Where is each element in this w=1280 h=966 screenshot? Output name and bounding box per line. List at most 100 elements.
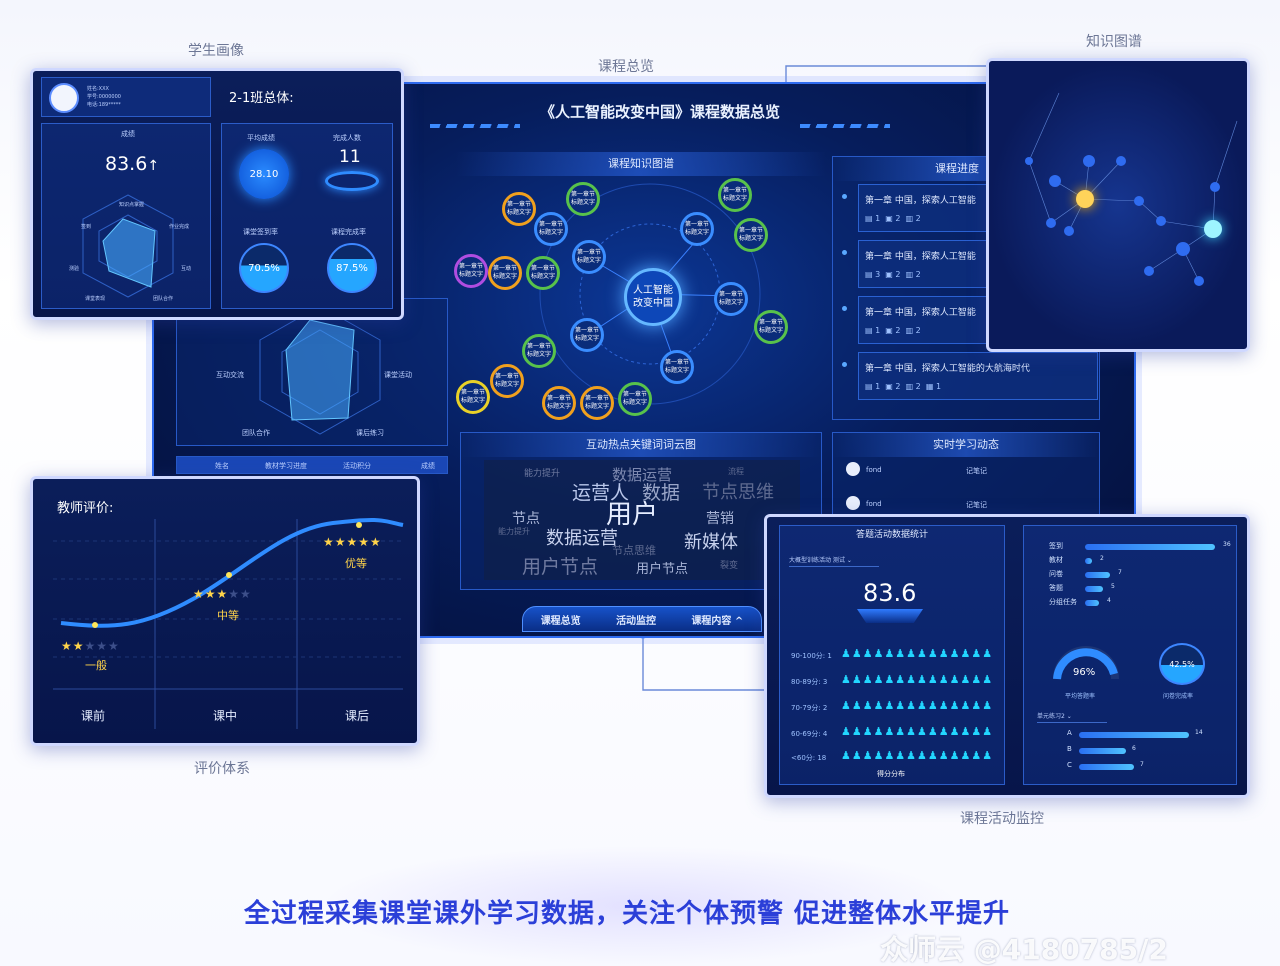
evaluation-curve-chart	[53, 517, 404, 729]
kg-panel-title: 课程知识图谱	[456, 152, 826, 176]
kg-node[interactable]: 第一章节 标题文字	[618, 382, 652, 416]
student-profile-card: 姓名:XXX 学号:0000000 电话:189***** 2-1班总体: 成绩…	[30, 68, 404, 320]
kg-node[interactable]: 第一章节 标题文字	[734, 218, 768, 252]
survey-gauge: 42.5%	[1159, 643, 1205, 685]
progress-item[interactable]: 第一章 中国，探索人工智能 ▤ 1 ▣ 2 ▥ 2	[858, 296, 998, 344]
activity-bar-label: 分组任务	[1049, 598, 1077, 606]
kg-node[interactable]: 第一章节 标题文字	[680, 212, 714, 246]
evaluation-title: 教师评价:	[57, 501, 114, 516]
podium-icon	[325, 171, 379, 191]
exercise-select[interactable]: 单元练习2 ⌄	[1037, 711, 1107, 723]
kg-node[interactable]: 第一章节 标题文字	[454, 254, 488, 288]
radar-label: 签到	[81, 224, 92, 230]
activity-bar-row: 教材 2	[1049, 555, 1229, 567]
answer-rate-label: 平均答题率	[1065, 693, 1096, 700]
activity-bar	[1085, 572, 1110, 578]
avg-score-label: 平均成绩	[247, 134, 275, 142]
chevron-down-icon: ⌄	[1066, 713, 1072, 720]
cloud-word: 运营人	[572, 482, 630, 504]
completion-gauge: 87.5%	[327, 243, 377, 293]
level-low: 一般	[85, 659, 107, 672]
radar-label: 测验	[69, 266, 80, 272]
phase-during: 课中	[213, 709, 238, 723]
live-activity-panel: 实时学习动态	[832, 432, 1100, 518]
kg-node[interactable]: 第一章节 标题文字	[754, 310, 788, 344]
tab-activity-monitor[interactable]: 活动监控	[616, 615, 657, 627]
kg-node[interactable]: 第一章节 标题文字	[566, 182, 600, 216]
cloud-word: 数据运营	[612, 466, 673, 484]
kg-node[interactable]: 第一章节 标题文字	[534, 212, 568, 246]
kg-node[interactable]: 第一章节 标题文字	[526, 256, 560, 290]
kg-center-node[interactable]: 人工智能改变中国	[624, 268, 682, 326]
answer-rate-value: 96%	[1073, 667, 1096, 678]
callout-student-profile: 学生画像	[188, 43, 244, 59]
completion-rate-label: 课程完成率	[331, 228, 366, 236]
activity-bar	[1085, 600, 1099, 606]
option-bar	[1079, 732, 1189, 738]
cloud-word: 裂变	[720, 561, 739, 571]
live-user-action: 记笔记	[966, 501, 987, 509]
progress-item-title: 第一章 中国，探索人工智能	[865, 308, 976, 318]
kg-node[interactable]: 第一章节 标题文字	[456, 380, 490, 414]
dist-row-label: 60-69分: 4	[791, 730, 828, 738]
kg-node[interactable]: 第一章节 标题文字	[490, 364, 524, 398]
cloud-word: 能力提升	[524, 469, 561, 479]
dist-row-label: 90-100分: 1	[791, 652, 832, 660]
people-icons: ♟♟♟♟♟♟♟♟♟♟♟♟♟♟	[841, 749, 994, 762]
kg-node[interactable]: 第一章节 标题文字	[572, 240, 606, 274]
phase-before: 课前	[81, 709, 106, 723]
kg-node[interactable]: 第一章节 标题文字	[718, 178, 752, 212]
progress-item-title: 第一章 中国，探索人工智能	[865, 252, 976, 262]
student-radar-chart	[82, 194, 174, 298]
dashboard-title: 《人工智能改变中国》课程数据总览	[539, 103, 780, 121]
survey-rate-label: 问卷完成率	[1163, 693, 1194, 700]
tagline: 全过程采集课堂课外学习数据，关注个体预警 促进整体水平提升	[244, 899, 1011, 929]
activity-bar-value: 2	[1100, 555, 1104, 562]
activity-bar-value: 7	[1118, 569, 1122, 576]
kg-node[interactable]: 第一章节 标题文字	[580, 386, 614, 420]
radar-label: 课堂表现	[85, 296, 106, 302]
radar-label: 课堂活动	[384, 371, 412, 379]
callout-activity-monitor: 课程活动监控	[960, 811, 1044, 827]
activity-select[interactable]: 大概型训练活动 测试 ⌄	[789, 553, 879, 567]
tab-course-content[interactable]: 课程内容 ^	[691, 615, 744, 627]
kg-node[interactable]: 第一章节 标题文字	[570, 318, 604, 352]
tab-course-overview[interactable]: 课程总览	[540, 615, 581, 627]
kg-node[interactable]: 第一章节 标题文字	[522, 334, 556, 368]
exercise-select-value: 单元练习2	[1037, 713, 1065, 720]
progress-dot	[842, 306, 847, 311]
progress-item[interactable]: 第一章 中国，探索人工智能的大航海时代 ▤ 1 ▣ 2 ▥ 2 ▦ 1	[858, 352, 1098, 400]
cloud-word: 数据	[642, 482, 681, 504]
progress-item[interactable]: 第一章 中国，探索人工智能 ▤ 1 ▣ 2 ▥ 2	[858, 184, 998, 232]
cloud-word: 用户节点	[636, 562, 689, 577]
option-bar-value: 7	[1140, 761, 1144, 768]
activity-bar-value: 36	[1223, 541, 1231, 548]
radar-label: 团队合作	[153, 296, 174, 302]
completion-count: 11	[339, 147, 361, 167]
activity-bar	[1085, 586, 1103, 592]
radar-label: 作业完成	[169, 224, 190, 230]
progress-item[interactable]: 第一章 中国，探索人工智能 ▤ 3 ▣ 2 ▥ 2	[858, 240, 998, 288]
progress-item-meta: ▤ 1 ▣ 2 ▥ 2 ▦ 1	[865, 382, 942, 391]
progress-dot	[842, 194, 847, 199]
cloud-word: 节点思维	[612, 544, 656, 557]
activity-bar-label: 教材	[1049, 556, 1063, 564]
kg-node[interactable]: 第一章节 标题文字	[488, 256, 522, 290]
live-user-name: fond	[866, 500, 882, 508]
option-bar-value: 6	[1132, 745, 1136, 752]
option-bar	[1079, 748, 1126, 754]
progress-dot	[842, 362, 847, 367]
kg-node[interactable]: 第一章节 标题文字	[714, 282, 748, 316]
knowledge-graph-card	[986, 58, 1250, 352]
avatar	[846, 496, 860, 510]
th-score: 成绩	[421, 462, 435, 470]
kg-node[interactable]: 第一章节 标题文字	[502, 192, 536, 226]
kg-node[interactable]: 第一章节 标题文字	[542, 386, 576, 420]
kg-node[interactable]: 第一章节 标题文字	[660, 350, 694, 384]
attendance-gauge: 70.5%	[239, 243, 289, 293]
